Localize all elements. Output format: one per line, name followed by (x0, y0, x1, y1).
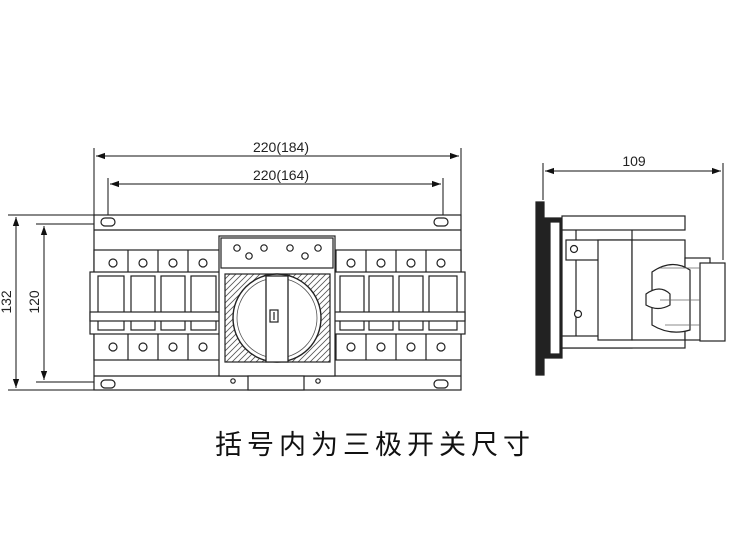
drawing-caption: 括号内为三极开关尺寸 (215, 430, 535, 461)
inner-width-label: 220(164) (253, 167, 309, 183)
padlock-tab (247, 375, 305, 391)
side-depth-dimension (542, 163, 724, 260)
front-width-dimensions (93, 148, 462, 222)
side-view (535, 201, 726, 376)
inner-height-label: 120 (26, 290, 42, 314)
overall-height-label: 132 (0, 290, 14, 314)
side-depth-label: 109 (622, 153, 646, 169)
mounting-slot-bottom-left (100, 379, 116, 389)
mounting-slot-top-left (100, 217, 116, 227)
overall-width-label: 220(184) (253, 139, 309, 155)
mounting-slot-bottom-right (433, 379, 449, 389)
front-view (89, 214, 466, 391)
left-switch-module (89, 249, 223, 361)
mounting-slot-top-right (433, 217, 449, 227)
rotary-handle (265, 275, 289, 363)
right-switch-module (333, 249, 466, 361)
front-height-dimensions (8, 214, 100, 391)
center-operating-mechanism (218, 235, 336, 391)
